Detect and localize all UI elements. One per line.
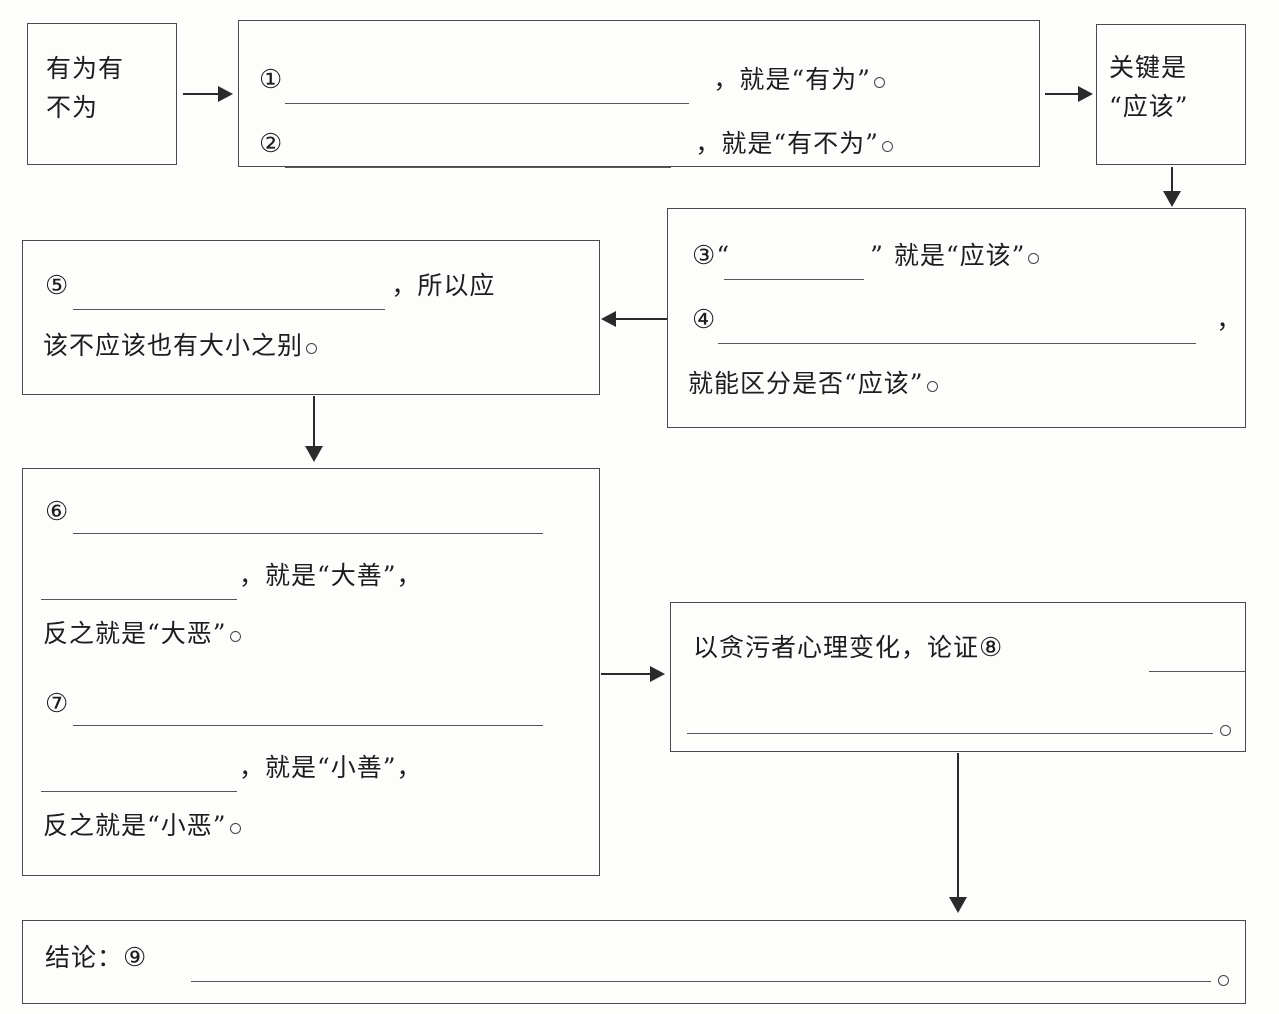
blank-rule-1[interactable]: [285, 103, 689, 104]
magnitude-item-5-line2: 该不应该也有大小之别: [43, 331, 318, 360]
criterion-item-4: ④，: [692, 307, 1242, 333]
blank-rule-3[interactable]: [724, 279, 864, 280]
blank-rule-9[interactable]: [191, 981, 1211, 982]
quote-open: “: [716, 241, 731, 270]
magnitude-item-5-tail: ，所以应: [391, 271, 496, 300]
node-goodevil: ⑥ ，就是“大善”， 反之就是“大恶” ⑦ ，就是“小善”， 反之就是“小恶”: [22, 468, 600, 876]
arrow-shaft: [957, 753, 959, 899]
blank-marker-9: ⑨: [123, 943, 148, 973]
node-magnitude: ⑤ ，所以应 该不应该也有大小之别: [22, 240, 600, 395]
node-definitions: ① ，就是“有为” ② ，就是“有不为”: [238, 20, 1040, 168]
arrow-shaft: [313, 396, 315, 448]
blank-marker-7: ⑦: [45, 689, 70, 719]
criterion-item-4-tail: 就能区分是否“应该”: [688, 369, 924, 398]
goodevil-item-7-tail-text: ，就是“小善”，: [239, 753, 423, 782]
blank-rule-5[interactable]: [73, 309, 385, 310]
goodevil-item-6: ⑥: [45, 499, 69, 525]
definition-item-2: ② ，就是“有不为”: [259, 131, 893, 157]
goodevil-item-7-line3-text: 反之就是“小恶”: [43, 811, 227, 840]
node-topic-line2: 不为: [46, 92, 99, 122]
definition-item-1: ① ，就是“有为”: [259, 67, 885, 93]
criterion-item-4-comma: ，: [1216, 305, 1243, 334]
node-topic-text: 有为有 不为: [46, 50, 124, 128]
node-key-line1: 关键是: [1109, 53, 1188, 82]
arrow-shaft: [615, 318, 667, 320]
blank-marker-5: ⑤: [45, 271, 70, 301]
node-key-line2: “应该”: [1109, 91, 1189, 121]
magnitude-item-5-line2-text: 该不应该也有大小之别: [43, 331, 304, 360]
criterion-item-3: ③“ ” 就是“应该”: [692, 241, 1040, 271]
arrow-shaft: [1045, 93, 1081, 95]
evidence-lead-line: 以贪污者心理变化，论证⑧: [693, 635, 1003, 661]
goodevil-item-6-tail-text: ，就是“大善”，: [239, 561, 423, 590]
blank-marker-6: ⑥: [45, 497, 70, 527]
definition-item-2-tail: ，就是“有不为”: [695, 129, 879, 158]
blank-marker-3: ③: [692, 241, 717, 271]
blank-rule-6b[interactable]: [41, 599, 237, 600]
arrow-head-right-icon: [218, 86, 233, 102]
full-stop-icon: [1220, 725, 1231, 736]
conclusion-label: 结论：: [45, 943, 124, 972]
full-stop-icon: [306, 343, 318, 354]
definition-item-1-tail: ，就是“有为”: [713, 65, 871, 94]
full-stop-icon: [229, 631, 241, 642]
node-key-text: 关键是 “应该”: [1109, 49, 1189, 127]
blank-rule-7b[interactable]: [41, 791, 237, 792]
full-stop-icon: [229, 823, 241, 834]
full-stop-icon: [1028, 253, 1040, 264]
blank-marker-2: ②: [259, 129, 284, 159]
arrow-head-down-icon: [1163, 191, 1181, 207]
full-stop-icon: [1218, 975, 1229, 986]
node-evidence: 以贪污者心理变化，论证⑧: [670, 602, 1246, 752]
blank-rule-2[interactable]: [285, 167, 671, 168]
criterion-item-3-tail: 就是“应该”: [893, 241, 1026, 270]
arrow-head-down-icon: [305, 446, 323, 462]
blank-rule-6a[interactable]: [73, 533, 543, 534]
conclusion-period-line: [1215, 965, 1229, 990]
blank-rule-8a[interactable]: [1149, 671, 1245, 672]
magnitude-item-5: ⑤ ，所以应: [45, 273, 495, 299]
goodevil-item-7: ⑦: [45, 691, 69, 717]
arrow-shaft: [601, 673, 653, 675]
arrow-head-down-icon: [949, 897, 967, 913]
node-topic-line1: 有为有: [46, 54, 125, 83]
evidence-lead-text: 以贪污者心理变化，论证: [693, 633, 980, 662]
goodevil-item-7-tail: ，就是“小善”，: [239, 755, 423, 780]
evidence-period-line: [1217, 715, 1231, 740]
full-stop-icon: [881, 141, 893, 152]
node-topic: 有为有 不为: [27, 23, 177, 165]
blank-marker-1: ①: [259, 65, 284, 95]
blank-marker-8: ⑧: [979, 633, 1004, 663]
goodevil-item-6-line3: 反之就是“大恶”: [43, 621, 241, 646]
arrow-shaft: [1171, 167, 1173, 195]
goodevil-item-6-tail: ，就是“大善”，: [239, 563, 423, 588]
blank-rule-4[interactable]: [718, 343, 1196, 344]
full-stop-icon: [873, 77, 885, 88]
quote-close: ”: [870, 241, 884, 270]
criterion-item-4-tail-line: 就能区分是否“应该”: [688, 371, 938, 396]
blank-rule-7a[interactable]: [73, 725, 543, 726]
goodevil-item-6-line3-text: 反之就是“大恶”: [43, 619, 227, 648]
full-stop-icon: [926, 381, 938, 392]
arrow-head-right-icon: [1078, 86, 1093, 102]
blank-marker-4: ④: [692, 305, 717, 335]
arrow-shaft: [183, 93, 221, 95]
arrow-head-right-icon: [650, 666, 665, 682]
arrow-head-left-icon: [601, 311, 616, 327]
blank-rule-8b[interactable]: [687, 733, 1213, 734]
goodevil-item-7-line3: 反之就是“小恶”: [43, 813, 241, 838]
node-key: 关键是 “应该”: [1096, 24, 1246, 165]
conclusion-line: 结论：⑨: [45, 945, 147, 971]
node-conclusion: 结论：⑨: [22, 920, 1246, 1004]
node-criterion: ③“”就是“应该” ④， 就能区分是否“应该”: [667, 208, 1246, 428]
